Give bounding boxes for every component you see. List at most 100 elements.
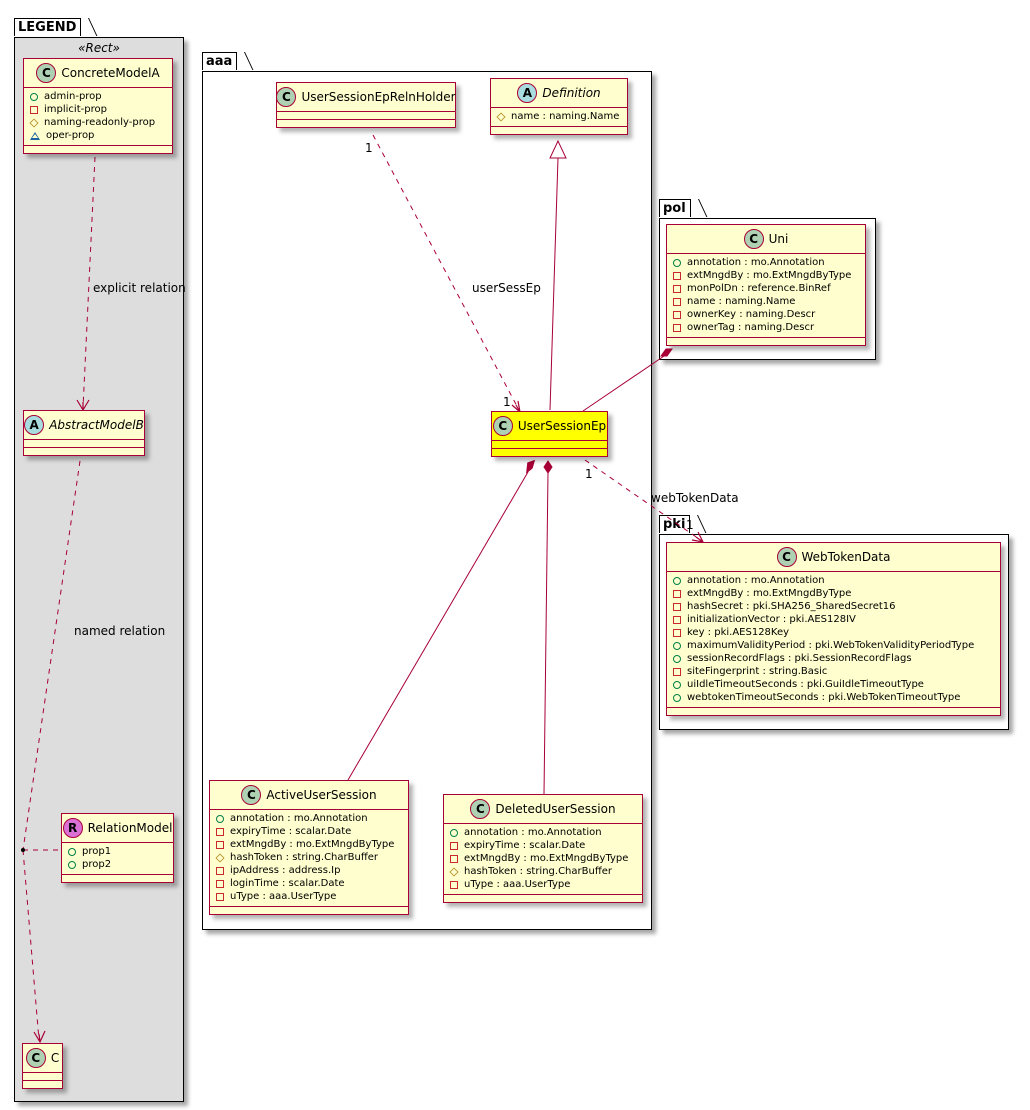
class-divider [277,111,455,112]
attribute-text: ownerTag : naming.Descr [687,322,815,333]
package-legend: «Rect» [14,37,184,1102]
class-name: DeletedUserSession [495,802,616,816]
method-compartment [62,875,173,882]
class-badge-icon: C [470,799,491,819]
relation-deleted-composition-line [543,471,549,795]
method-compartment [667,338,865,345]
class-divider [62,874,173,875]
class-divider [667,253,865,254]
class-name: Uni [768,232,789,246]
attribute-text: uiIdleTimeoutSeconds : pki.GuiIdleTimeou… [687,679,924,690]
attribute-row: expiryTime : scalar.Date [216,825,402,838]
method-compartment [277,120,455,127]
relation-deleted-composition-diamond [543,460,553,474]
attribute-text: prop2 [82,859,112,870]
relation-explicit-line [82,156,96,409]
attribute-text: implicit-prop [44,104,107,115]
relation-active-composition-line [347,471,529,781]
attribute-text: uType : aaa.UserType [230,891,337,902]
attribute-text: naming-readonly-prop [44,117,156,128]
visibility-public-icon [450,828,458,837]
attribute-list: name : naming.Name [491,108,627,126]
attribute-text: prop1 [82,846,112,857]
visibility-private-icon [216,879,224,888]
package-tab-legend: LEGEND [14,18,82,36]
visibility-private-icon [673,284,681,293]
visibility-private-icon [673,271,681,280]
attribute-row: name : naming.Name [673,295,859,308]
attribute-text: ownerKey : naming.Descr [687,309,816,320]
visibility-private-icon [216,827,224,836]
relation-named-arrowhead [33,1030,46,1044]
class-badge-icon: C [36,63,57,83]
class-name: ConcreteModelA [61,66,160,80]
visibility-private-icon [673,323,681,332]
package-name: pki [663,517,686,532]
relation-uni-composition-diamond [660,348,673,357]
attribute-row: prop1 [68,845,167,858]
method-compartment [210,907,408,914]
attribute-text: hashToken : string.CharBuffer [464,866,612,877]
relation-webtokendata-label: webTokenData [651,491,739,505]
visibility-public-icon [673,680,681,689]
relation-named-line-1 [22,460,81,851]
attribute-row: loginTime : scalar.Date [216,877,402,890]
attribute-row: name : naming.Name [496,110,621,123]
attribute-text: extMngdBy : mo.ExtMngdByType [230,839,395,850]
attribute-row: uiIdleTimeoutSeconds : pki.GuiIdleTimeou… [673,678,994,691]
attribute-row: annotation : mo.Annotation [673,574,994,587]
attribute-text: extMngdBy : mo.ExtMngdByType [687,270,852,281]
class-divider [23,1080,62,1081]
visibility-protected-icon [496,111,506,122]
visibility-private-icon [30,105,38,114]
relation-webtokendata-source-mult: 1 [585,467,593,481]
class-divider [444,823,642,824]
class-name: Definition [542,86,601,100]
attribute-text: name : naming.Name [511,111,620,122]
visibility-private-icon [216,892,224,901]
method-compartment [491,127,627,134]
attribute-row: monPolDn : reference.BinRef [673,282,859,295]
attribute-text: ipAddress : address.Ip [230,865,341,876]
attribute-row: ownerTag : naming.Descr [673,321,859,334]
attribute-row: uType : aaa.UserType [216,890,402,903]
relation-association-dot [21,848,25,852]
attribute-row: hashToken : string.CharBuffer [215,851,402,864]
package-tab-pol: pol [659,199,691,217]
attribute-row: annotation : mo.Annotation [673,256,859,269]
attribute-text: loginTime : scalar.Date [230,878,345,889]
visibility-public-icon [30,92,38,101]
visibility-private-icon [673,667,681,676]
class-name: UserSessionEpRelnHolder [301,90,456,104]
class-divider [491,126,627,127]
visibility-private-icon [216,866,224,875]
attribute-text: annotation : mo.Annotation [687,257,825,268]
class-divider [24,447,144,448]
class-divider [667,571,1000,572]
attribute-text: name : naming.Name [687,296,796,307]
abstract-badge-icon: A [24,415,45,435]
attribute-row: siteFingerprint : string.Basic [673,665,994,678]
class-divider [62,842,173,843]
package-name: pol [663,201,686,216]
attribute-row: hashToken : string.CharBuffer [449,865,636,878]
